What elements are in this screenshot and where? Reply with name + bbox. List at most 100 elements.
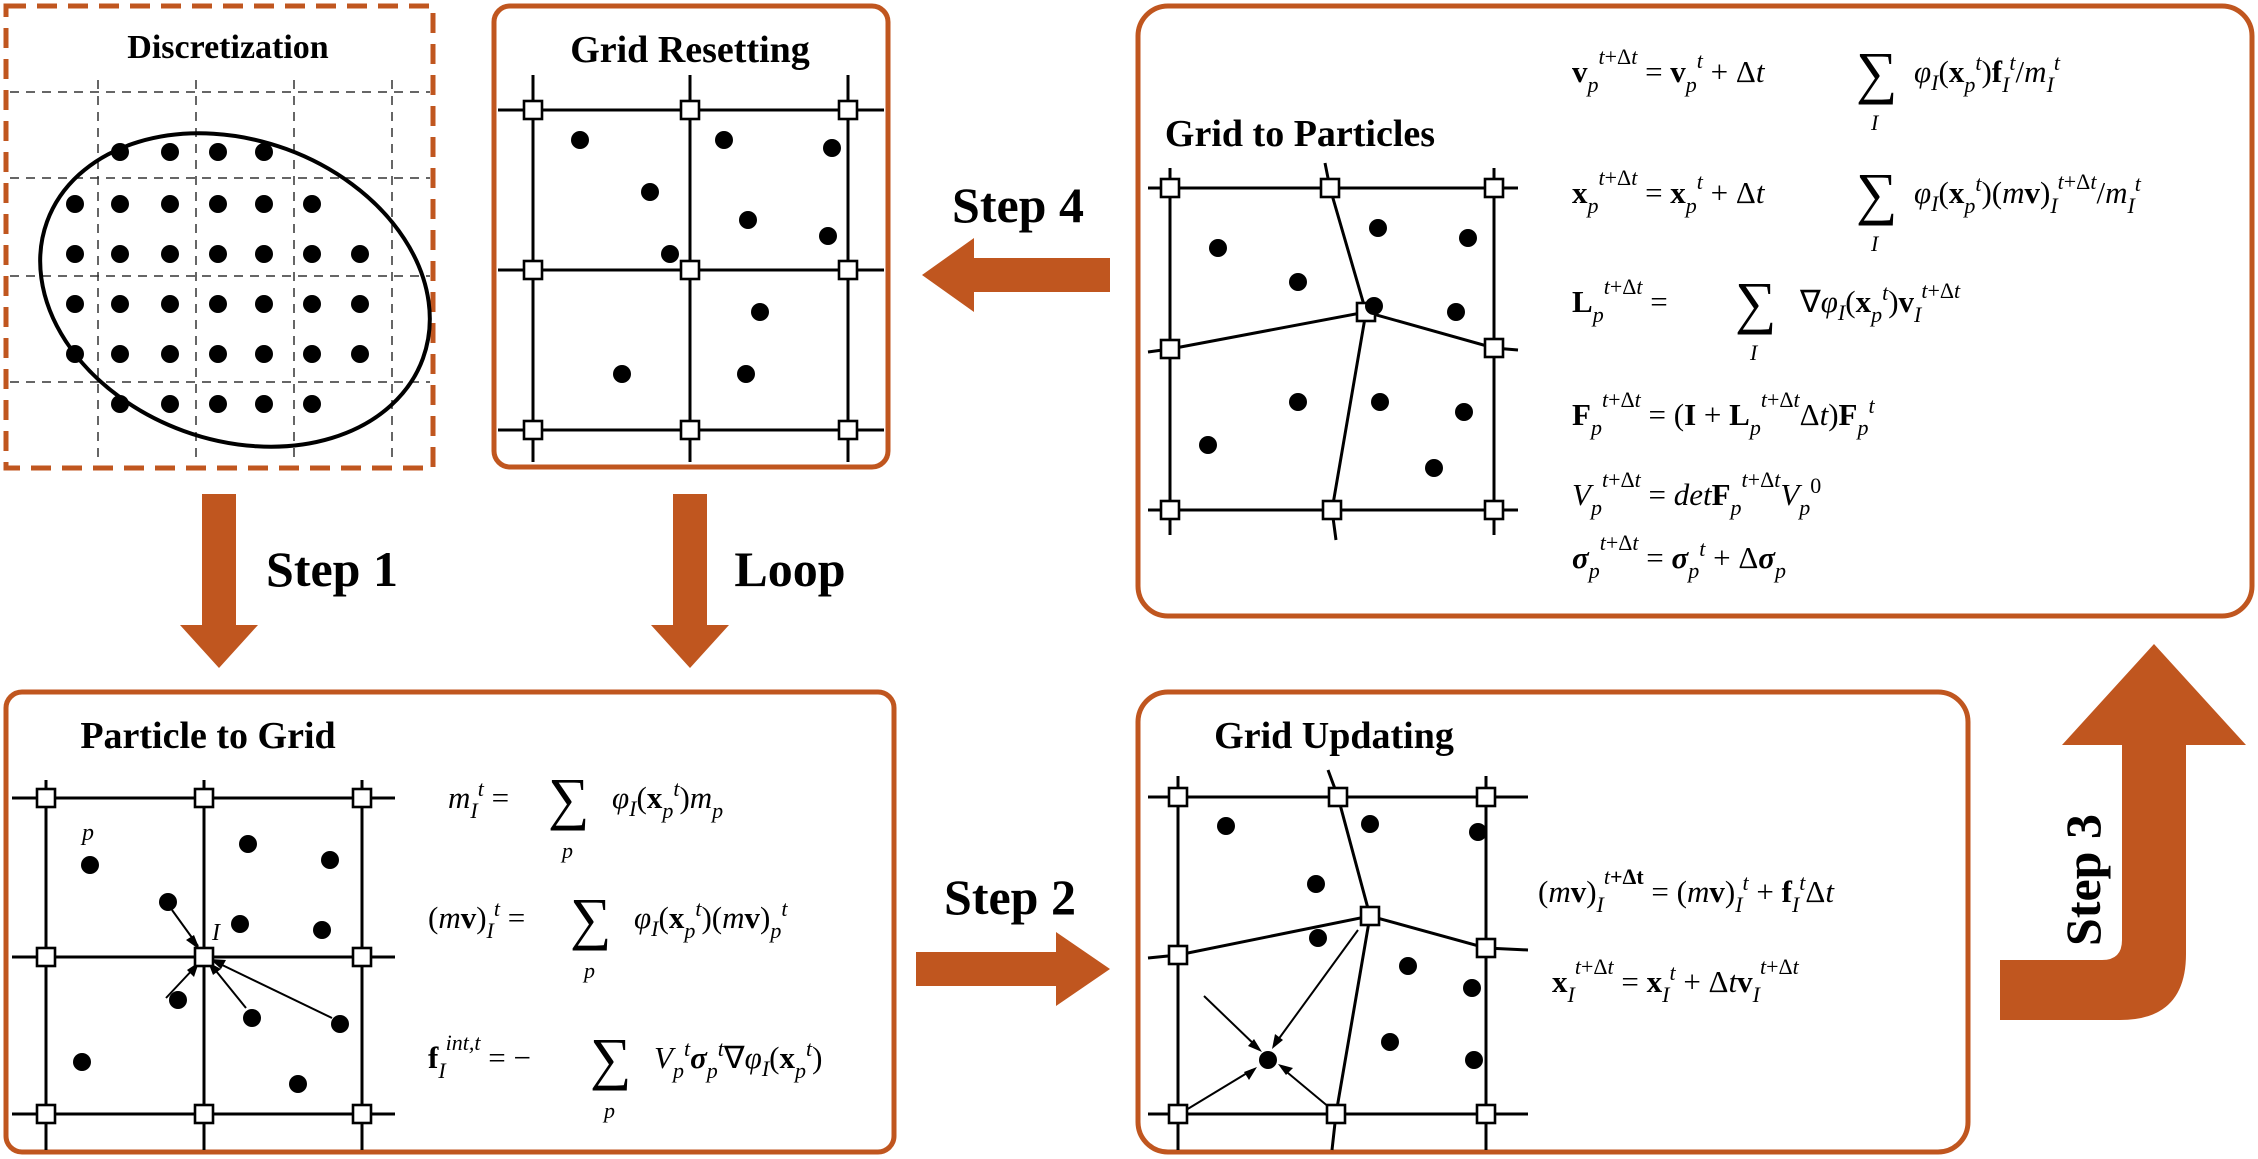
particle-dot xyxy=(351,295,369,313)
grid-node xyxy=(679,419,701,441)
p2g-particles xyxy=(73,835,349,1093)
particle-dot xyxy=(1217,817,1235,835)
discretization-border xyxy=(3,3,436,471)
grid-node xyxy=(837,419,859,441)
particle-dot xyxy=(73,1053,91,1071)
grid-resetting-title: Grid Resetting xyxy=(570,29,810,71)
reset-particles xyxy=(571,131,841,383)
particle-dot xyxy=(111,195,129,213)
particle-dot xyxy=(351,345,369,363)
particle-dot xyxy=(1289,273,1307,291)
particle-dot xyxy=(209,143,227,161)
particle-dot xyxy=(1209,239,1227,257)
step3-label: Step 3 xyxy=(2055,814,2111,946)
svg-text:(mv)It =: (mv)It = xyxy=(428,896,525,943)
grid-node xyxy=(1159,338,1181,360)
particle-dot xyxy=(289,1075,307,1093)
particle-dot xyxy=(111,345,129,363)
particle-dot xyxy=(111,395,129,413)
particle-dot xyxy=(641,183,659,201)
svg-text:Fpt+Δt = (I + Lpt+ΔtΔt)Fpt: Fpt+Δt = (I + Lpt+ΔtΔt)Fpt xyxy=(1572,387,1875,440)
grid-node xyxy=(35,787,57,809)
particle-dot xyxy=(209,295,227,313)
svg-text:φI(xpt)(mv)pt: φI(xpt)(mv)pt xyxy=(634,896,788,943)
grid-node xyxy=(1483,177,1505,199)
grid-node xyxy=(679,99,701,121)
deformation-gradient-equation: Fpt+Δt = (I + Lpt+ΔtΔt)Fpt xyxy=(1572,387,1875,440)
particle-dot xyxy=(351,245,369,263)
stress-update-equation: σpt+Δt = σpt + Δσp xyxy=(1572,530,1786,583)
particle-dot xyxy=(111,245,129,263)
grid-node xyxy=(1167,944,1189,966)
particle-dot xyxy=(169,991,187,1009)
particle-dot xyxy=(239,835,257,853)
svg-text:vpt+Δt = vpt + Δt: vpt+Δt = vpt + Δt xyxy=(1572,44,1766,97)
grid-updating-title: Grid Updating xyxy=(1214,715,1454,757)
particle-dot xyxy=(209,395,227,413)
particle-dot xyxy=(66,195,84,213)
particle-dot xyxy=(209,345,227,363)
particle-dot xyxy=(1381,1033,1399,1051)
svg-text:Vpt+Δt = detFpt+ΔtVp0: Vpt+Δt = detFpt+ΔtVp0 xyxy=(1572,467,1821,520)
grid-node xyxy=(351,946,373,968)
velocity-gradient-equation: Lpt+Δt = ∑ I ∇φI(xpt)vIt+Δt xyxy=(1572,270,1961,365)
svg-text:I: I xyxy=(1870,231,1880,256)
grid-node xyxy=(1167,1103,1189,1125)
body-outline xyxy=(38,131,432,449)
grid-updating-panel: Grid Updating (mv)It+Δt = (mv)It + fItΔt xyxy=(1135,689,1971,1155)
particle-dot xyxy=(737,365,755,383)
svg-text:fIint,t = −: fIint,t = − xyxy=(428,1030,531,1083)
particle-dot xyxy=(1369,219,1387,237)
particle-dot xyxy=(1289,393,1307,411)
grid-node xyxy=(35,946,57,968)
particle-dot xyxy=(313,921,331,939)
position-update-equation: xpt+Δt = xpt + Δt ∑ I φI(xpt)(mv)It+Δt/m… xyxy=(1572,161,2142,256)
p2g-equations: mIt = ∑ p φI(xpt)mp (mv)It = ∑ p φI(xpt)… xyxy=(428,766,822,1123)
grid-node xyxy=(1325,1103,1347,1125)
particle-dot xyxy=(161,143,179,161)
particle-dot xyxy=(1309,929,1327,947)
particle-dot xyxy=(303,245,321,263)
grid-node xyxy=(1475,937,1497,959)
grid-to-particles-panel: Grid to Particles vpt+Δt = vpt + Δt ∑ I … xyxy=(1135,3,2255,619)
particle-dot xyxy=(571,131,589,149)
particle-dot xyxy=(613,365,631,383)
reset-grid-nodes xyxy=(522,99,859,441)
particle-dot xyxy=(209,195,227,213)
grid-node xyxy=(35,1103,57,1125)
grid-node xyxy=(1359,905,1381,927)
svg-text:mIt =: mIt = xyxy=(448,776,509,823)
particle-dot xyxy=(303,195,321,213)
particle-dot xyxy=(1469,823,1487,841)
svg-text:I: I xyxy=(1870,110,1880,135)
svg-text:φI(xpt)fIt/mIt: φI(xpt)fIt/mIt xyxy=(1914,50,2061,97)
particle-to-grid-panel: Particle to Grid p I mIt = ∑ xyxy=(3,689,897,1155)
particle-dot xyxy=(1447,303,1465,321)
svg-text:∑: ∑ xyxy=(1856,40,1897,105)
particle-dot xyxy=(111,143,129,161)
grid-node xyxy=(1159,499,1181,521)
grid-node xyxy=(193,946,215,968)
grid-node xyxy=(193,1103,215,1125)
particle-dot xyxy=(209,245,227,263)
svg-text:∑: ∑ xyxy=(570,886,611,951)
particle-dot xyxy=(1365,297,1383,315)
grid-node xyxy=(522,419,544,441)
node-position-equation: xIt+Δt = xIt + ΔtvIt+Δt xyxy=(1552,954,1800,1007)
particle-dot xyxy=(1361,815,1379,833)
particle-dot xyxy=(161,245,179,263)
particle-dot xyxy=(303,345,321,363)
svg-text:xpt+Δt = xpt + Δt: xpt+Δt = xpt + Δt xyxy=(1572,165,1766,218)
p2g-grid-nodes xyxy=(35,787,373,1125)
particle-dot xyxy=(819,227,837,245)
velocity-update-equation: vpt+Δt = vpt + Δt ∑ I φI(xpt)fIt/mIt xyxy=(1572,40,2061,135)
particle-dot xyxy=(161,195,179,213)
particle-dot xyxy=(1425,459,1443,477)
particle-dot xyxy=(159,893,177,911)
svg-text:∑: ∑ xyxy=(548,766,589,831)
svg-text:σpt+Δt = σpt + Δσp: σpt+Δt = σpt + Δσp xyxy=(1572,530,1786,583)
particle-dot xyxy=(739,211,757,229)
particle-dot xyxy=(255,195,273,213)
particle-dot xyxy=(715,131,733,149)
grid-resetting-panel: Grid Resetting xyxy=(491,3,891,470)
